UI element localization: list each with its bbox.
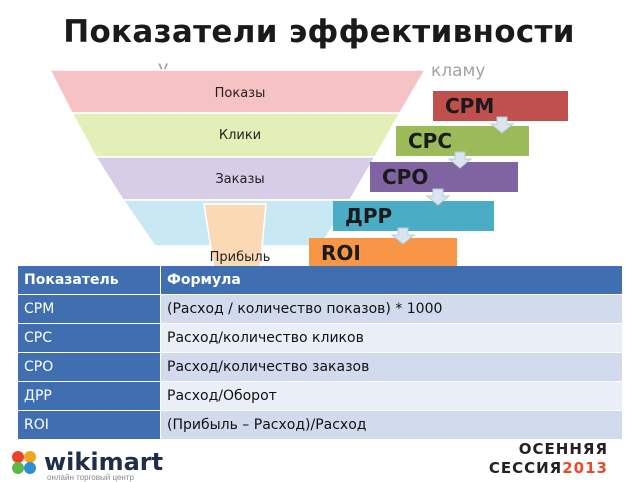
arrow-down-icon (447, 151, 473, 169)
event-name-line1: ОСЕННЯЯ (518, 440, 608, 458)
formula-cell: Расход/Оборот (160, 381, 622, 411)
metric-cell: ДРР (18, 381, 161, 411)
bar-cpo: CPO (370, 162, 518, 192)
metric-cell: CPC (18, 323, 161, 353)
metric-cell: CPM (18, 294, 161, 324)
event-name-line2: СЕССИЯ2013 (489, 459, 608, 477)
table-row: ДРР Расход/Оборот (18, 381, 622, 411)
slide-title: Показатели эффективности (63, 14, 575, 50)
header-formula: Формула (160, 266, 622, 295)
metrics-table: Показатель Формула CPM (Расход / количес… (18, 266, 622, 439)
bar-cpc: CPC (396, 126, 529, 156)
formula-cell: (Прибыль – Расход)/Расход (160, 410, 622, 439)
formula-cell: (Расход / количество показов) * 1000 (160, 294, 622, 324)
arrow-down-icon (425, 188, 451, 206)
table-row: ROI (Прибыль – Расход)/Расход (18, 410, 622, 439)
formula-cell: Расход/количество кликов (160, 323, 622, 353)
table-row: CPC Расход/количество кликов (18, 323, 622, 353)
funnel-label-impressions: Показы (214, 86, 266, 101)
bar-cpm: CPM (433, 91, 568, 121)
brand-tagline: онлайн торговый центр (47, 473, 134, 482)
funnel-label-orders: Заказы (215, 172, 265, 187)
bar-drr: ДРР (333, 201, 494, 231)
funnel-label-clicks: Клики (218, 128, 262, 143)
bar-roi: ROI (309, 238, 457, 268)
arrow-down-icon (489, 116, 515, 134)
subtitle-fragment-right: кламу (431, 61, 486, 81)
header-metric: Показатель (18, 266, 161, 295)
metric-cell: CPO (18, 352, 161, 382)
arrow-down-icon (390, 227, 416, 245)
table-header-row: Показатель Формула (18, 266, 622, 295)
wikimart-logo-icon (12, 451, 36, 474)
table-row: CPM (Расход / количество показов) * 1000 (18, 294, 622, 324)
formula-cell: Расход/количество заказов (160, 352, 622, 382)
funnel-label-profit: Прибыль (209, 250, 271, 265)
event-year: 2013 (562, 459, 608, 477)
brand-name: wikimart (44, 448, 164, 476)
event-name-word: СЕССИЯ (488, 459, 563, 477)
metric-cell: ROI (18, 410, 161, 439)
table-row: CPO Расход/количество заказов (18, 352, 622, 382)
